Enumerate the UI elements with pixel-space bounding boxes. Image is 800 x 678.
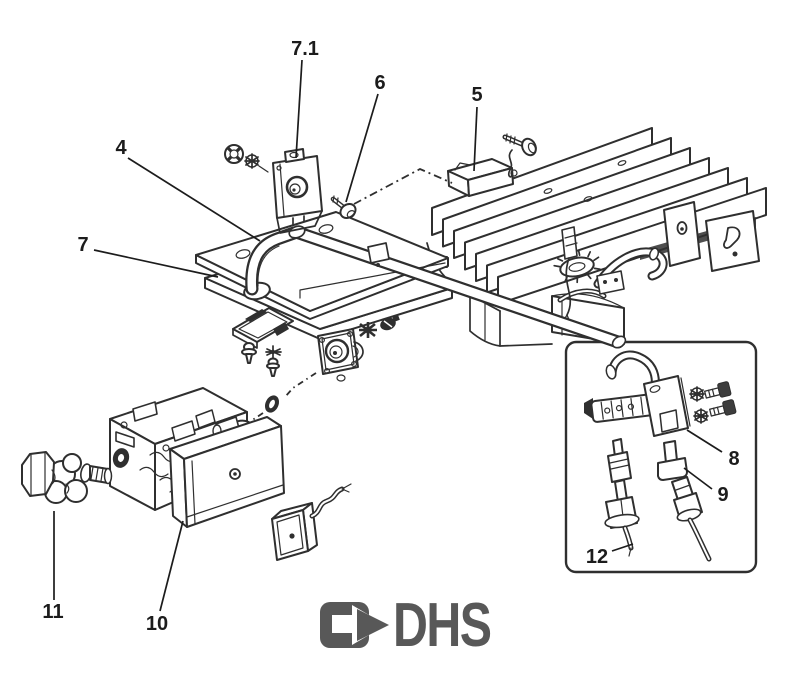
igniter-wire: [565, 257, 572, 316]
dark-star-washer: [359, 322, 377, 338]
mount-box: [447, 158, 514, 197]
part-label-4: 4: [115, 137, 127, 159]
leader-line-6: [345, 93, 379, 203]
elbow-pipe: [243, 225, 306, 301]
retainer-wire: [507, 149, 518, 178]
burner-plate-assembly: [195, 144, 627, 422]
rivet-screw: [241, 342, 257, 364]
star-washer: [265, 345, 282, 359]
pilot-burner-assembly: [584, 350, 737, 437]
fixing-screw: [330, 195, 357, 220]
pilot-mount-plate: [317, 328, 364, 382]
dhs-logo: DHS: [320, 590, 492, 659]
star-washer: [689, 386, 705, 402]
tube-clamp: [596, 270, 625, 295]
pilot-screw: [704, 381, 732, 399]
inset-detail-box: [564, 340, 758, 574]
leader-line-5: [473, 106, 478, 172]
heat-exchanger: [426, 127, 767, 347]
leader-line-9: [683, 467, 713, 490]
logo-text: DHS: [393, 590, 490, 659]
part-label-8: 8: [728, 448, 739, 470]
arrow-right-emblem-icon: [320, 602, 389, 648]
burner-body-base: [426, 201, 760, 347]
alignment-dash-line: [353, 168, 453, 205]
burner-tube: [292, 226, 627, 349]
gasket-plate: [232, 307, 294, 349]
alignment-dash-line: [250, 412, 264, 422]
star-washer: [244, 153, 269, 173]
dark-plug: [380, 315, 400, 331]
thermocouple: [671, 476, 712, 562]
part-label-11: 11: [42, 601, 63, 623]
tube-clamp: [367, 242, 390, 267]
cable-connector: [271, 483, 352, 561]
pilot-injector: [657, 440, 688, 481]
part-label-6: 6: [374, 72, 385, 94]
leader-line-7: [93, 249, 219, 278]
rivet-screw: [266, 357, 280, 377]
side-plate-cutout: [723, 226, 741, 249]
part-label-10: 10: [146, 613, 168, 635]
leader-line-12: [611, 543, 634, 552]
star-washer: [693, 408, 709, 424]
leader-line-10: [159, 520, 184, 612]
gas-valve: [109, 387, 285, 528]
lock-washer: [224, 144, 244, 164]
pilot-igniter: [561, 226, 578, 260]
valve-cover: [169, 416, 285, 528]
leader-line-8: [686, 429, 723, 453]
part-label-9: 9: [717, 484, 728, 506]
part-label-12: 12: [586, 546, 608, 568]
pilot-tube-end: [605, 364, 617, 380]
part-label-7-1: 7.1: [291, 38, 319, 60]
part-label-5: 5: [471, 84, 482, 106]
pilot-screw: [709, 399, 737, 417]
o-ring: [264, 395, 280, 413]
bracket-slot: [659, 409, 679, 433]
mounting-bolt: [502, 133, 537, 157]
thermostat-valve: [21, 451, 113, 504]
thermostat-bracket: [272, 148, 323, 234]
alignment-dash-line: [284, 372, 317, 398]
part-label-7: 7: [77, 234, 88, 256]
leader-line-4: [127, 157, 261, 242]
leader-line-7-1: [295, 59, 303, 159]
ignition-electrode: [604, 438, 640, 557]
